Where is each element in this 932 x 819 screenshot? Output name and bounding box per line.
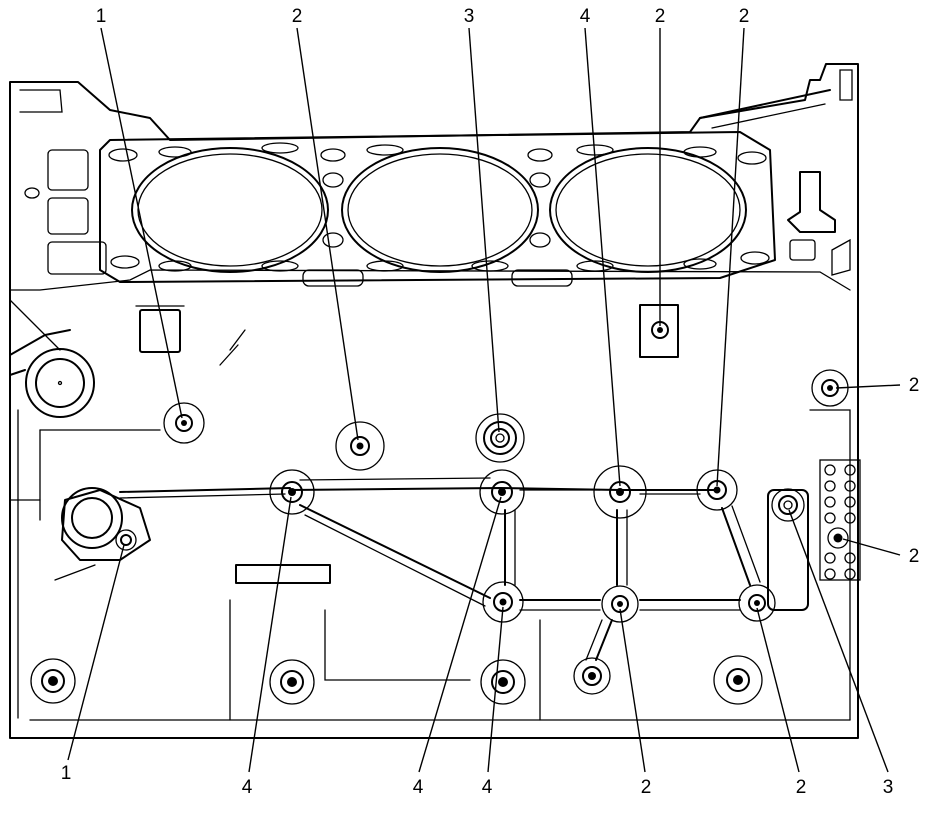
callout-label: 4 [242,777,253,798]
bolt-bosses [30,304,849,705]
bolt-boss [696,469,738,511]
callout-label: 2 [739,6,750,27]
callout-label: 2 [292,6,303,27]
bolt-boss [771,488,805,522]
callout-label: 2 [641,777,652,798]
bolt-boss [482,581,524,623]
leader-lines [67,27,901,773]
callout-label: 2 [796,777,807,798]
bearing-cap-ribs [119,477,761,721]
bolt-boss [269,659,315,705]
callout-label: 1 [61,763,72,784]
bolt-boss [593,465,647,519]
callout-label: 4 [580,6,591,27]
bolt-boss [475,413,525,463]
small-port-grid [824,464,856,580]
callouts: 1 2 3 4 2 2 2 2 1 4 4 4 2 2 3 [61,6,920,798]
bolt-boss [827,527,849,549]
callout-label: 2 [655,6,666,27]
callout-label: 4 [482,777,493,798]
callout-label: 3 [883,777,894,798]
cylinder-bore [549,147,747,273]
bolt-boss [479,469,525,515]
cylinder-bore [131,147,329,273]
block-outline [9,63,859,739]
bolt-boss [573,657,611,695]
left-end-details [9,149,246,581]
bolt-boss [601,585,639,623]
cylinder-bore [341,147,539,273]
callout-label: 1 [96,6,107,27]
right-end-details [699,89,861,611]
callout-label: 2 [909,375,920,396]
callout-label: 2 [909,546,920,567]
deck-surface [99,131,776,287]
bolt-boss [163,402,205,444]
bolt-boss [335,421,385,471]
callout-label: 3 [464,6,475,27]
bolt-boss [713,655,763,705]
bolt-boss [269,469,315,515]
callout-label: 4 [413,777,424,798]
bolt-boss [115,529,137,551]
bolt-boss [738,584,776,622]
bolt-boss [30,658,76,704]
bolt-boss [480,659,526,705]
bolt-boss [639,304,679,358]
